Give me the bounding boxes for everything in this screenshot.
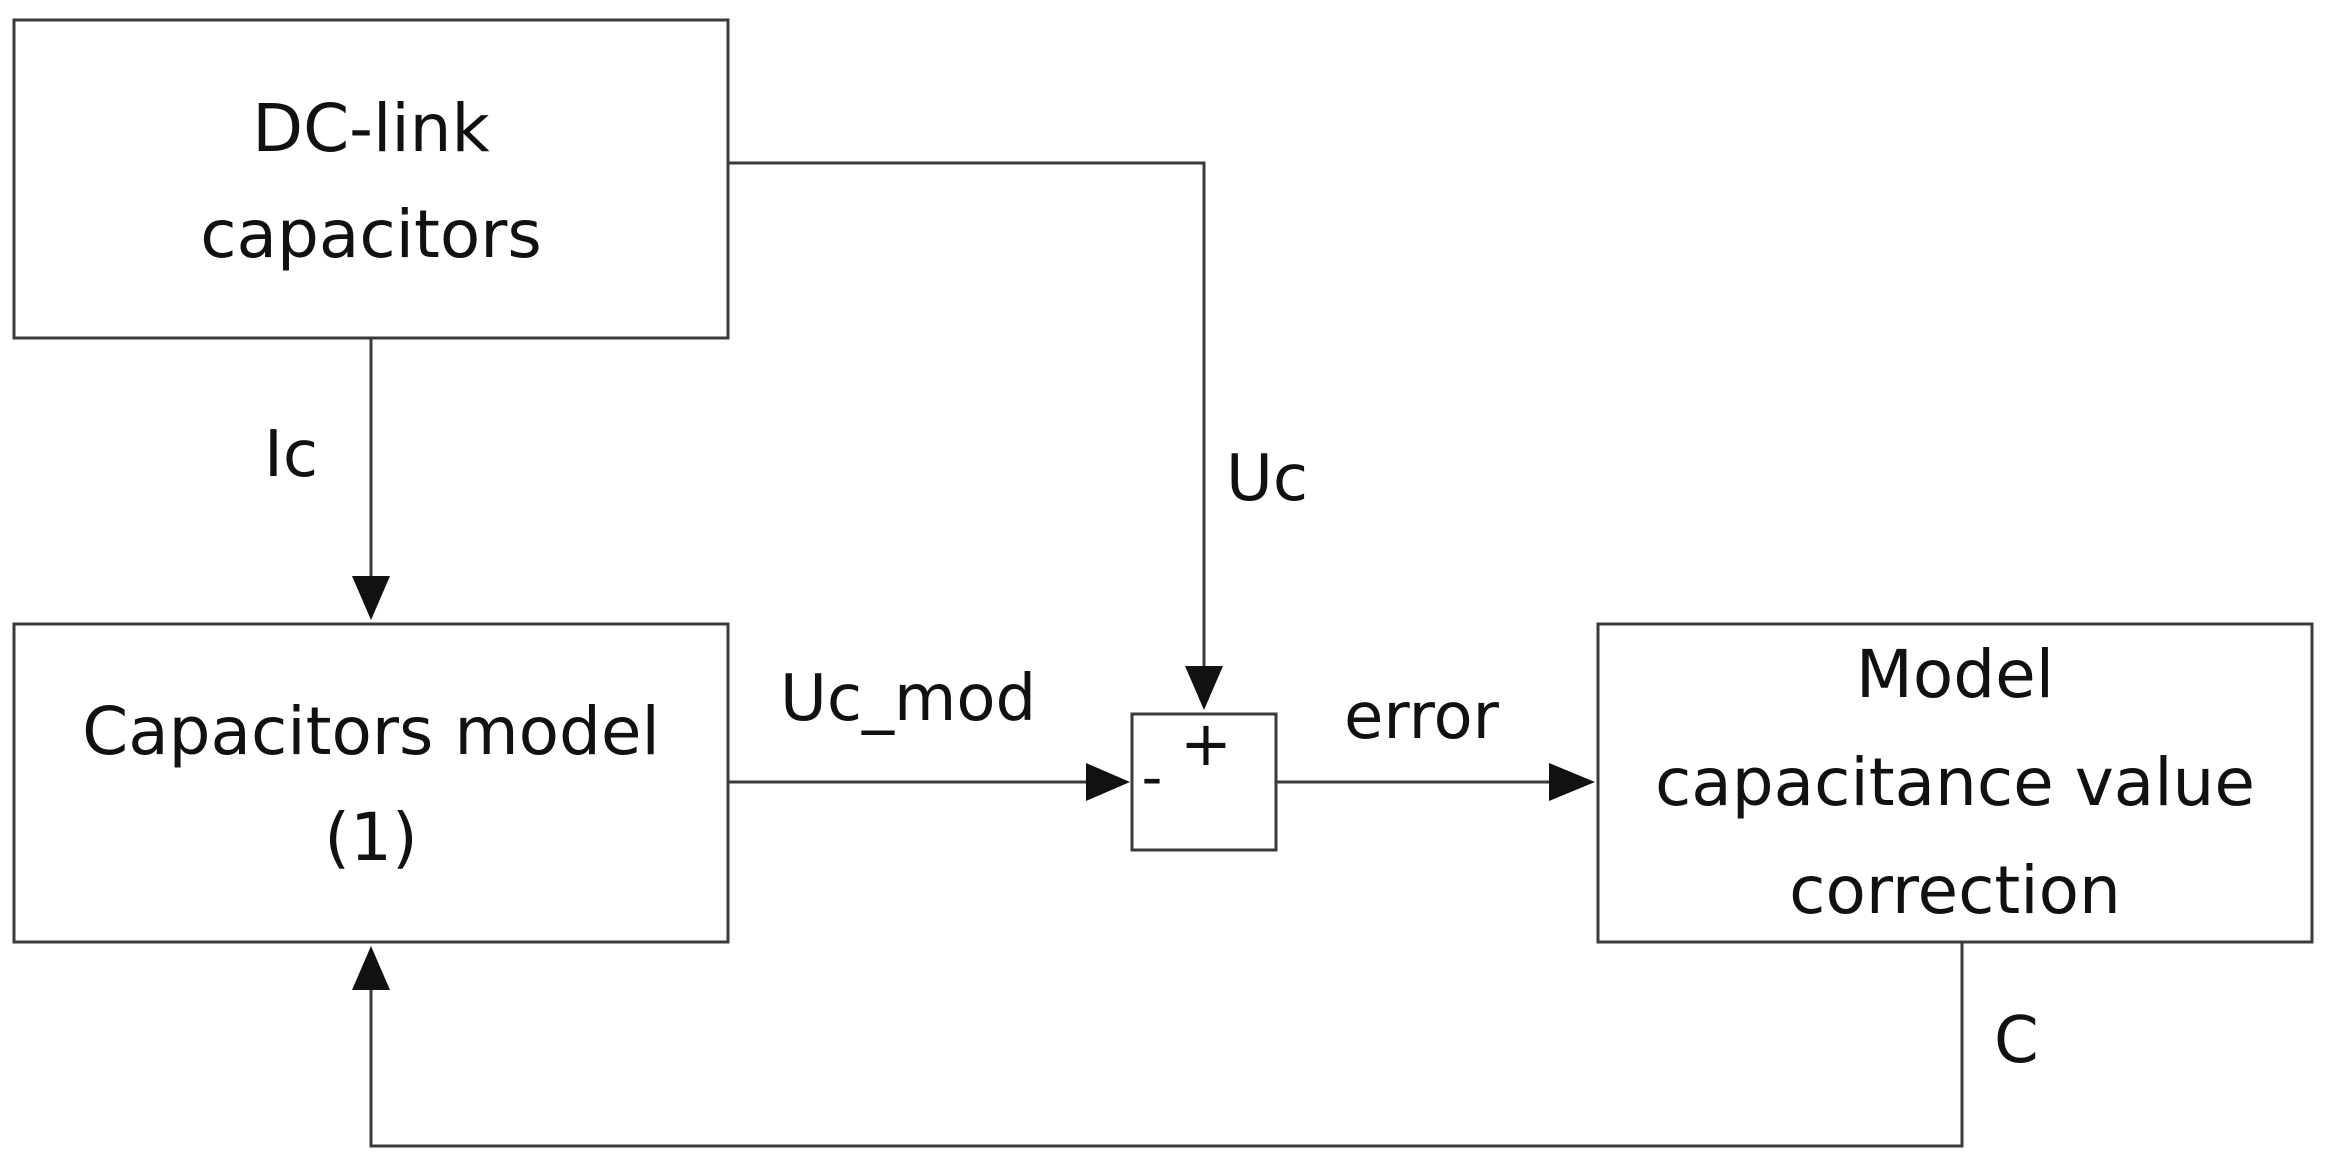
dc-link-capacitors-block: DC-link capacitors (12, 18, 730, 340)
ic-arrowhead (352, 576, 390, 620)
plus-sign: + (1180, 707, 1232, 780)
summing-junction: + - (1130, 707, 1278, 852)
c-feedback-arrowhead (352, 946, 390, 990)
signal-label-c: C (1994, 1004, 2039, 1078)
dc-link-label-line2: capacitors (200, 196, 541, 273)
uc-wire (728, 161, 1206, 668)
capacitors-model-label-line1: Capacitors model (82, 693, 660, 770)
correction-label-line2: capacitance value (1655, 744, 2255, 821)
dc-link-label-line1: DC-link (252, 90, 490, 167)
minus-sign: - (1142, 743, 1163, 811)
capacitance-correction-box (1596, 622, 2314, 944)
uc-mod-arrowhead (1086, 763, 1130, 801)
dc-link-capacitors-box (12, 18, 730, 340)
capacitance-correction-block: Model capacitance value correction (1596, 622, 2314, 944)
error-arrowhead (1549, 763, 1595, 801)
signal-label-error: error (1344, 680, 1500, 754)
summing-junction-box (1130, 712, 1278, 852)
uc-arrowhead (1185, 666, 1223, 710)
c-feedback-wire (369, 942, 1964, 1148)
capacitors-model-label-line2: (1) (324, 799, 418, 876)
correction-label-line1: Model (1856, 636, 2054, 713)
capacitors-model-box (12, 622, 730, 944)
capacitors-model-block: Capacitors model (1) (12, 622, 730, 944)
signal-label-uc-mod: Uc_mod (780, 662, 1036, 736)
correction-label-line3: correction (1789, 852, 2121, 929)
signal-label-ic: Ic (264, 418, 318, 492)
signal-label-uc: Uc (1226, 442, 1308, 516)
